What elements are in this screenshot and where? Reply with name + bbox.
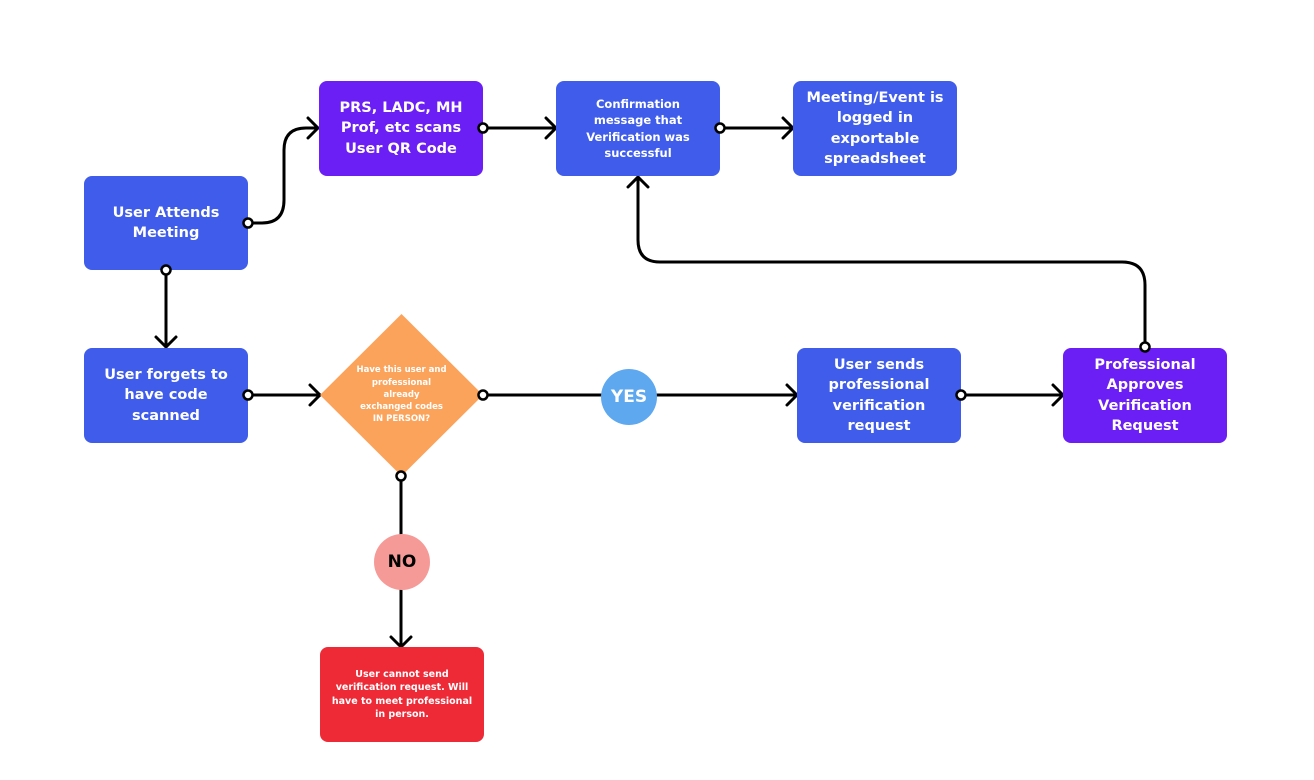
node-user-sends-request: User sends professional verification req… <box>797 348 961 443</box>
decision-question: Have this user and professional already … <box>356 365 447 425</box>
node-scans-qr-code: PRS, LADC, MH Prof, etc scans User QR Co… <box>319 81 483 176</box>
arrowhead-forgets <box>154 335 178 349</box>
arrowhead-confirm-up <box>626 175 650 189</box>
node-confirmation-message: Confirmation message that Verification w… <box>556 81 720 176</box>
no-badge: NO <box>374 534 430 590</box>
connector-attends-to-scan <box>246 126 320 225</box>
decision-diamond: Have this user and professional already … <box>320 314 483 476</box>
node-user-attends-meeting: User Attends Meeting <box>84 176 248 270</box>
node-logged-spreadsheet: Meeting/Event is logged in exportable sp… <box>793 81 957 176</box>
arrowhead-scan <box>306 116 320 140</box>
node-user-forgets: User forgets to have code scanned <box>84 348 248 443</box>
node-professional-approves: Professional Approves Verification Reque… <box>1063 348 1227 443</box>
yes-badge: YES <box>601 369 657 425</box>
decision-shape <box>320 314 483 476</box>
node-user-cannot-send: User cannot send verification request. W… <box>320 647 484 742</box>
connector-approves-to-confirm <box>636 175 1147 349</box>
